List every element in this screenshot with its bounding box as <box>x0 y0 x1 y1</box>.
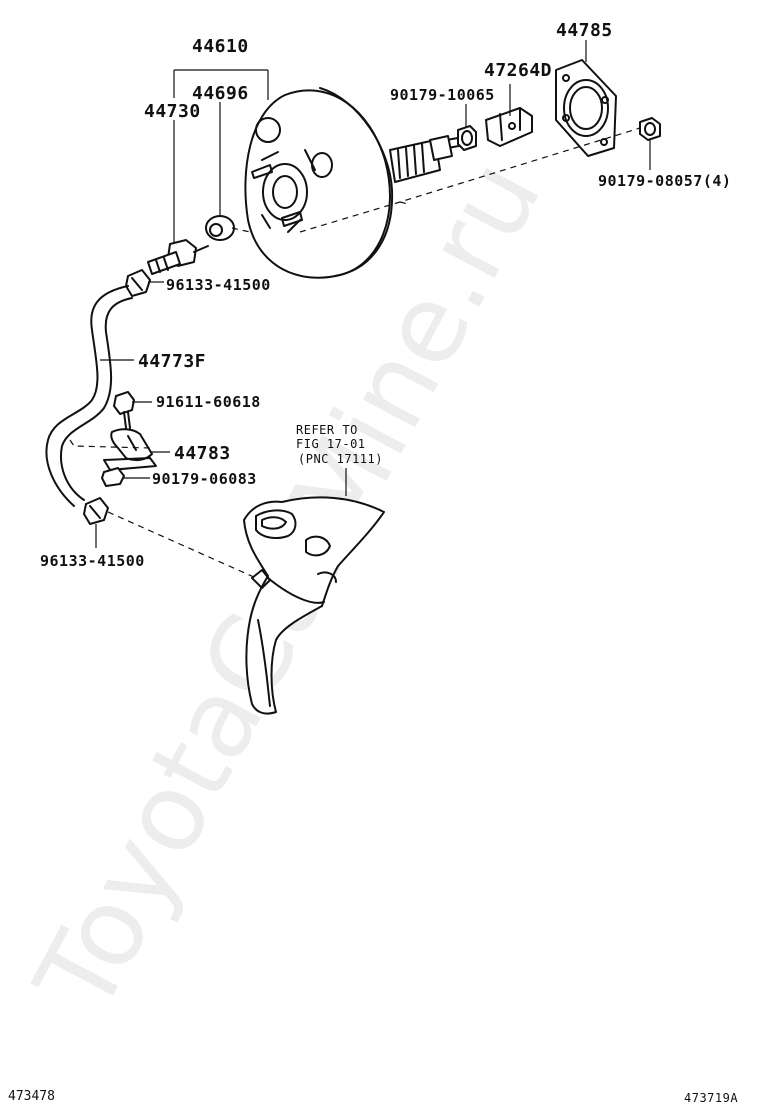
clamp-top-drawing <box>125 269 151 297</box>
label-44696: 44696 <box>192 83 249 104</box>
label-44773f: 44773F <box>138 351 206 372</box>
label-44610: 44610 <box>192 36 249 57</box>
nut-90179-08057-drawing <box>639 117 661 141</box>
bolt-91611-60618-drawing <box>113 391 135 429</box>
label-47264d: 47264D <box>484 60 552 81</box>
footer-right-code: 473719A <box>684 1091 738 1105</box>
reference-note-line-2: FIG 17-01 <box>296 437 366 451</box>
clevis-47264d-drawing <box>485 107 533 147</box>
nut-90179-10065-drawing <box>457 125 477 151</box>
intake-manifold-drawing <box>243 496 385 715</box>
clip-90179-06083-drawing <box>101 467 125 487</box>
label-44783: 44783 <box>174 443 231 464</box>
grommet-44696-drawing <box>205 215 235 241</box>
gasket-44785-drawing <box>555 59 617 157</box>
label-91611-60618: 91611-60618 <box>156 393 261 411</box>
leader-lines <box>95 40 651 548</box>
bracket-44783-drawing <box>103 428 157 471</box>
reference-note-line-1: REFER TO <box>296 423 358 437</box>
clamp-bottom-drawing <box>83 497 109 525</box>
reference-note-line-3: (PNC 17111) <box>298 452 383 466</box>
check-valve-44730-drawing <box>147 239 209 275</box>
label-44785: 44785 <box>556 20 613 41</box>
label-90179-06083: 90179-06083 <box>152 470 257 488</box>
guide-lines <box>69 127 641 579</box>
vacuum-hose-44773f-drawing <box>45 285 133 507</box>
label-44730: 44730 <box>144 101 201 122</box>
footer-left-code: 473478 <box>8 1089 55 1104</box>
label-96133-41500-top: 96133-41500 <box>166 276 271 294</box>
label-90179-10065: 90179-10065 <box>390 86 495 104</box>
label-90179-08057: 90179-08057(4) <box>598 172 731 190</box>
label-96133-41500-bottom: 96133-41500 <box>40 552 145 570</box>
